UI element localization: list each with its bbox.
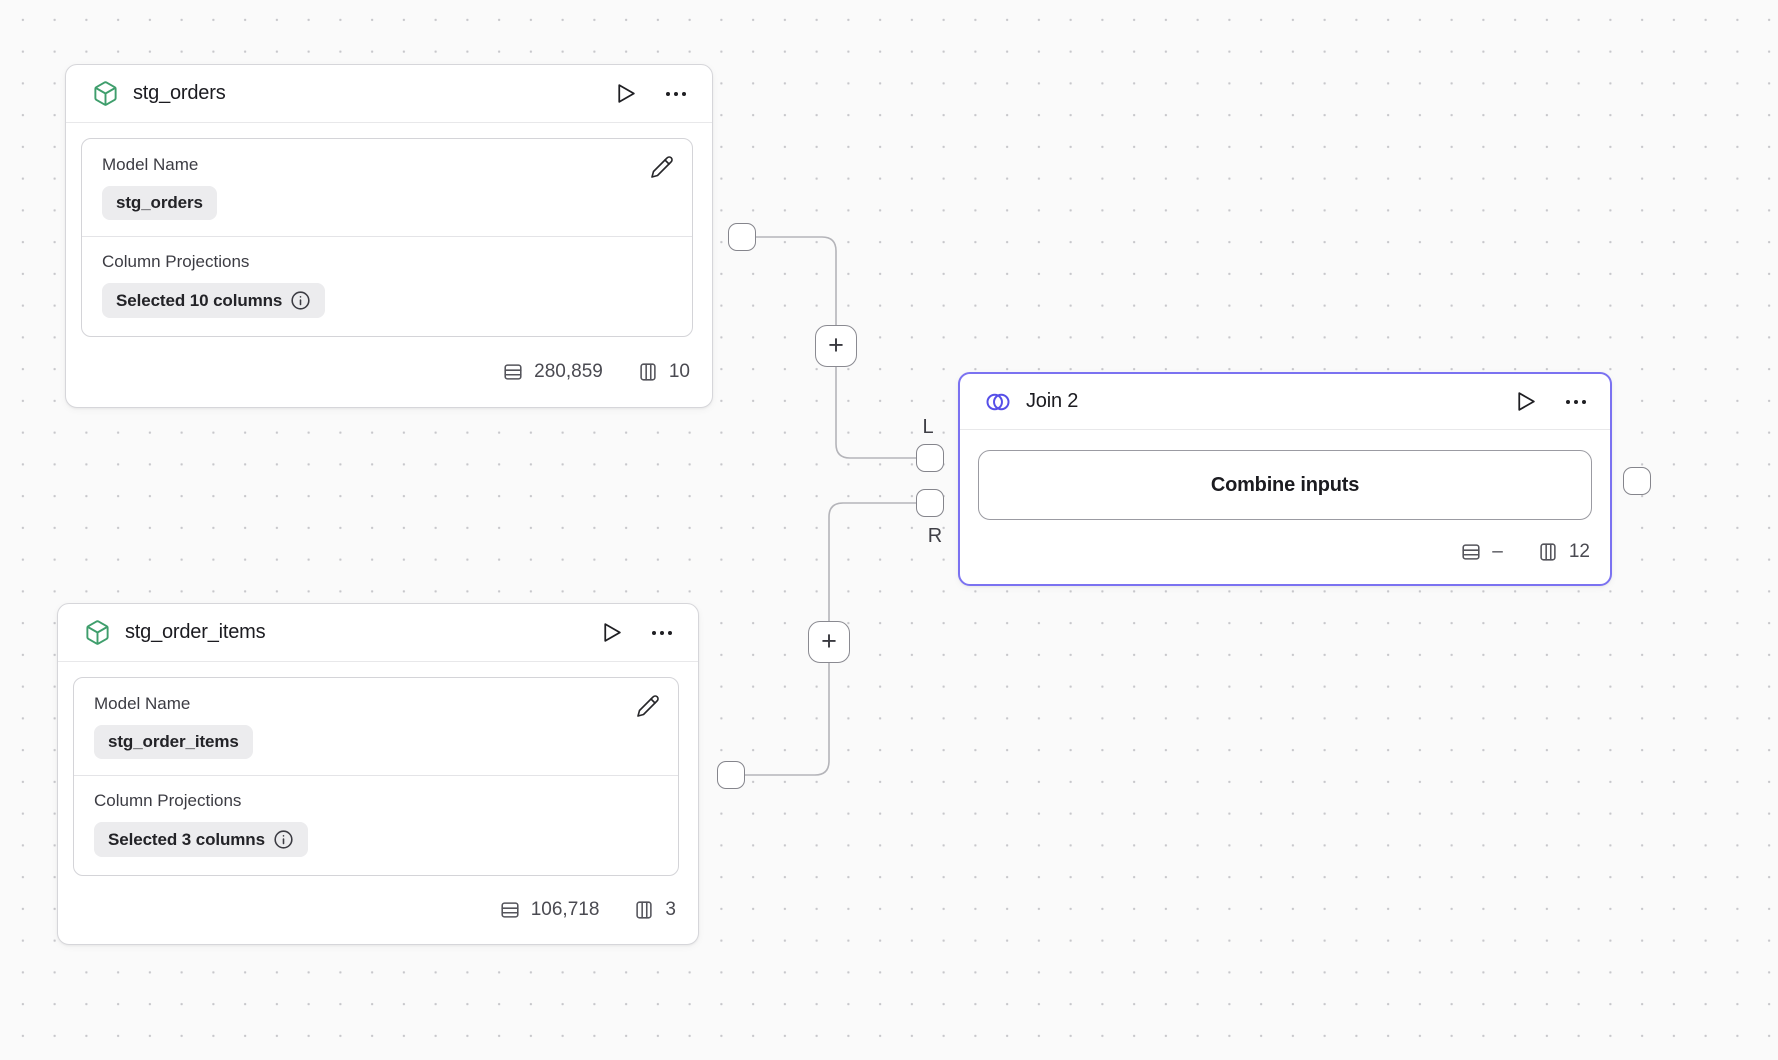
- model-name-chip[interactable]: stg_orders: [102, 186, 217, 220]
- row-count: 280,859: [534, 361, 603, 382]
- more-options-button[interactable]: [1562, 388, 1590, 416]
- info-icon: [274, 830, 293, 849]
- add-node-on-edge-button[interactable]: +: [808, 621, 850, 663]
- info-icon: [291, 291, 310, 310]
- play-icon: [618, 84, 635, 103]
- column-count-stat: 12: [1537, 541, 1590, 563]
- row-count: –: [1492, 541, 1503, 562]
- output-port-join[interactable]: [1623, 467, 1651, 495]
- row-count-stat: 106,718: [499, 899, 600, 921]
- cube-icon: [94, 81, 117, 106]
- column-count-stat: 10: [637, 361, 690, 383]
- add-node-on-edge-button[interactable]: +: [815, 325, 857, 367]
- node-stats: 106,718 3: [58, 876, 698, 944]
- node-stg-order-items[interactable]: stg_order_items Model Name stg_order_ite…: [57, 603, 699, 945]
- node-stg-orders[interactable]: stg_orders Model Name stg_orders Column …: [65, 64, 713, 408]
- column-count: 12: [1568, 541, 1590, 562]
- output-port-stg-orders[interactable]: [728, 223, 756, 251]
- run-node-button[interactable]: [611, 79, 640, 108]
- model-name-label: Model Name: [94, 694, 191, 713]
- column-projections-value: Selected 3 columns: [108, 829, 265, 849]
- node-join-2[interactable]: Join 2 Combine inputs – 12: [958, 372, 1612, 586]
- run-node-button[interactable]: [1511, 387, 1540, 416]
- edit-model-name-button[interactable]: [634, 692, 662, 720]
- play-icon: [1518, 392, 1535, 411]
- edit-model-name-button[interactable]: [648, 153, 676, 181]
- node-header: stg_orders: [66, 65, 712, 123]
- node-config-card: Model Name stg_orders Column Projections…: [81, 138, 693, 337]
- model-name-chip[interactable]: stg_order_items: [94, 725, 253, 759]
- node-header: stg_order_items: [58, 604, 698, 662]
- rows-icon: [504, 364, 522, 380]
- rows-icon: [501, 902, 519, 918]
- node-stats: – 12: [960, 520, 1610, 584]
- plus-icon: +: [821, 625, 837, 656]
- column-projections-label: Column Projections: [102, 252, 250, 271]
- cube-icon: [86, 620, 109, 645]
- row-count-stat: –: [1460, 541, 1503, 563]
- plus-icon: +: [828, 329, 844, 360]
- column-count: 3: [665, 899, 676, 920]
- more-options-button[interactable]: [648, 619, 676, 647]
- play-icon: [604, 623, 621, 642]
- model-name-label: Model Name: [102, 155, 199, 174]
- venn-join-icon: [986, 393, 1010, 410]
- node-config-card: Model Name stg_order_items Column Projec…: [73, 677, 679, 876]
- combine-inputs-button[interactable]: Combine inputs: [978, 450, 1592, 520]
- row-count: 106,718: [530, 899, 600, 920]
- row-count-stat: 280,859: [502, 361, 603, 383]
- node-stats: 280,859 10: [66, 337, 712, 407]
- columns-icon: [1540, 543, 1556, 561]
- node-title: stg_orders: [133, 82, 226, 104]
- ellipsis-icon: [1566, 399, 1586, 404]
- column-projections-label: Column Projections: [94, 791, 242, 810]
- columns-icon: [636, 901, 653, 919]
- column-projections-chip[interactable]: Selected 10 columns: [102, 283, 326, 318]
- columns-icon: [640, 363, 656, 381]
- node-header: Join 2: [960, 374, 1610, 430]
- node-title: Join 2: [1026, 390, 1079, 412]
- pencil-icon: [637, 695, 659, 717]
- pencil-icon: [651, 156, 673, 178]
- left-port-label: L: [922, 416, 934, 438]
- column-projections-chip[interactable]: Selected 3 columns: [94, 822, 308, 857]
- join-right-input-port[interactable]: [916, 489, 944, 517]
- more-options-button[interactable]: [662, 80, 690, 108]
- ellipsis-icon: [652, 630, 672, 635]
- ellipsis-icon: [666, 91, 686, 96]
- column-projections-value: Selected 10 columns: [116, 290, 283, 310]
- node-title: stg_order_items: [125, 621, 266, 643]
- column-count-stat: 3: [633, 899, 676, 921]
- rows-icon: [1462, 544, 1480, 560]
- card-divider: [74, 775, 678, 776]
- column-count: 10: [668, 361, 690, 382]
- output-port-stg-order-items[interactable]: [717, 761, 745, 789]
- join-left-input-port[interactable]: [916, 444, 944, 472]
- right-port-label: R: [927, 525, 943, 547]
- run-node-button[interactable]: [597, 618, 626, 647]
- card-divider: [82, 236, 692, 237]
